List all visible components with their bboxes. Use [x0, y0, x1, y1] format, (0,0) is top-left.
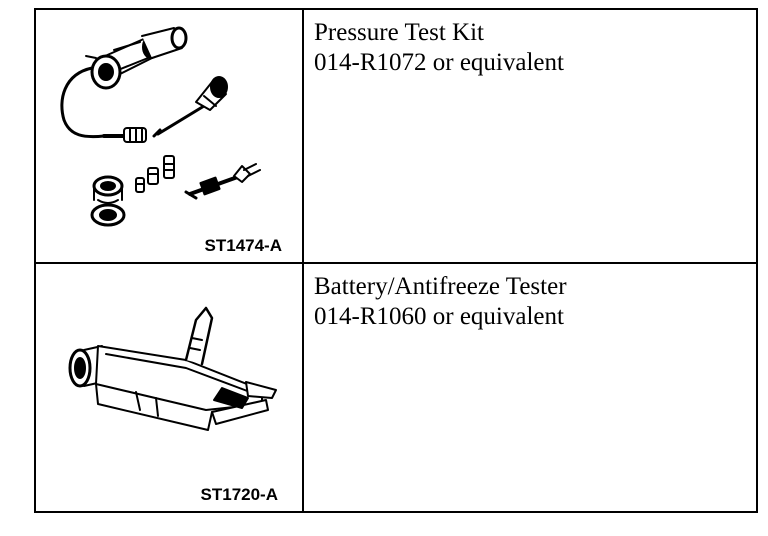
- cover-plate: [184, 306, 214, 366]
- small-fittings: [135, 155, 175, 193]
- illustration-code: ST1474-A: [204, 236, 282, 255]
- battery-antifreeze-tester-illustration-cell: ST1720-A: [36, 264, 302, 511]
- illustration-code: ST1720-A: [200, 485, 278, 504]
- radiator-cap-adapter: [90, 175, 126, 227]
- tool-part-number: 014-R1060 or equivalent: [314, 303, 564, 330]
- row-divider: [36, 262, 756, 264]
- pressure-test-kit-illustration: [60, 26, 261, 227]
- pressure-test-kit-illustration-cell: ST1474-A: [36, 10, 302, 262]
- refractometer-body: [95, 345, 269, 431]
- hose-fitting: [123, 127, 147, 143]
- battery-antifreeze-tester-illustration: [68, 306, 277, 431]
- pressure-test-kit-description-cell: Pressure Test Kit 014-R1072 or equivalen…: [304, 10, 756, 262]
- pressure-gauge-body: [85, 26, 188, 90]
- threaded-adapter: [184, 163, 261, 200]
- tool-name: Battery/Antifreeze Tester: [314, 273, 567, 300]
- hose: [60, 66, 106, 139]
- column-divider: [302, 10, 304, 511]
- tool-name: Pressure Test Kit: [314, 19, 484, 46]
- tool-part-number: 014-R1072 or equivalent: [314, 49, 564, 76]
- battery-antifreeze-tester-description-cell: Battery/Antifreeze Tester 014-R1060 or e…: [304, 264, 756, 511]
- probe-adapter: [152, 76, 228, 138]
- special-tools-table: ST1474-A Pressure Test Kit 014-R1072 or …: [34, 8, 758, 513]
